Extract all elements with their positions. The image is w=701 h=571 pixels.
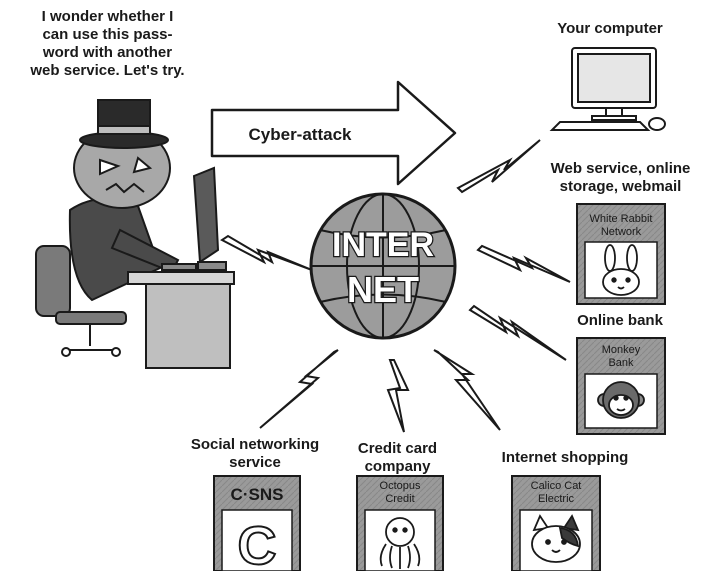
- speech-line-3: word with another: [42, 44, 173, 61]
- monkey-bank-card: Monkey Bank: [576, 337, 666, 435]
- octopus-credit-line-2: Credit: [385, 493, 414, 505]
- octopus-icon: [379, 517, 421, 569]
- online-bank-label: Online bank: [577, 312, 663, 329]
- speech-line-1: I wonder whether I: [41, 8, 174, 25]
- sns-label: Social networking service: [175, 436, 335, 472]
- bolt-to-bank: [468, 304, 567, 361]
- white-rabbit-line-1: White Rabbit: [590, 213, 653, 225]
- sns-card-title: C·SNS: [231, 485, 284, 504]
- web-service-label-line-2: storage, webmail: [559, 178, 682, 195]
- cyber-attack-arrow: Cyber-attack: [210, 80, 457, 186]
- credit-label: Credit card company: [340, 440, 455, 476]
- bolt-to-computer: [456, 139, 541, 194]
- monkey-bank-line-2: Bank: [608, 357, 634, 369]
- octopus-credit-line-1: Octopus: [380, 480, 421, 492]
- rabbit-icon: [602, 244, 640, 296]
- your-computer-label: Your computer: [557, 20, 663, 37]
- lightning-bolts: [220, 139, 571, 433]
- sns-label-line-1: Social networking: [190, 436, 320, 453]
- web-service-label: Web service, online storage, webmail: [538, 160, 701, 196]
- speech-line-4: web service. Let's try.: [30, 62, 185, 79]
- computer-illustration: [549, 47, 666, 131]
- monkey-bank-line-1: Monkey: [602, 344, 641, 356]
- monkey-icon: [597, 381, 645, 419]
- speech-line-2: can use this pass-: [42, 26, 173, 43]
- credit-label-line-1: Credit card: [357, 440, 438, 457]
- white-rabbit-card: White Rabbit Network: [576, 203, 666, 305]
- sns-label-line-2: service: [229, 454, 281, 471]
- internet-line-2: NET: [347, 269, 419, 310]
- speech-text: I wonder whether I can use this pass- wo…: [0, 8, 215, 80]
- calico-cat-line-2: Electric: [538, 493, 575, 505]
- web-service-label-line-1: Web service, online: [550, 160, 691, 177]
- bolt-to-credit: [386, 359, 410, 433]
- cat-icon: [531, 514, 581, 563]
- bolt-to-hacker: [220, 234, 313, 271]
- internet-line-1: INTER: [332, 226, 434, 264]
- cyber-attack-label: Cyber-attack: [249, 125, 353, 144]
- sns-logo-icon: C: [238, 516, 277, 571]
- sns-card: C·SNS C: [213, 475, 301, 571]
- octopus-credit-card: Octopus Credit: [356, 475, 444, 571]
- bolt-to-shopping: [433, 349, 501, 431]
- bolt-to-sns: [259, 349, 339, 429]
- calico-cat-line-1: Calico Cat: [531, 480, 582, 492]
- credit-label-line-2: company: [364, 458, 431, 475]
- shopping-label: Internet shopping: [501, 449, 629, 466]
- bolt-to-webservice: [476, 244, 571, 283]
- calico-cat-card: Calico Cat Electric: [511, 475, 601, 571]
- internet-globe: INTER NET: [309, 192, 457, 340]
- white-rabbit-line-2: Network: [601, 226, 642, 238]
- hacker-illustration: [35, 99, 235, 369]
